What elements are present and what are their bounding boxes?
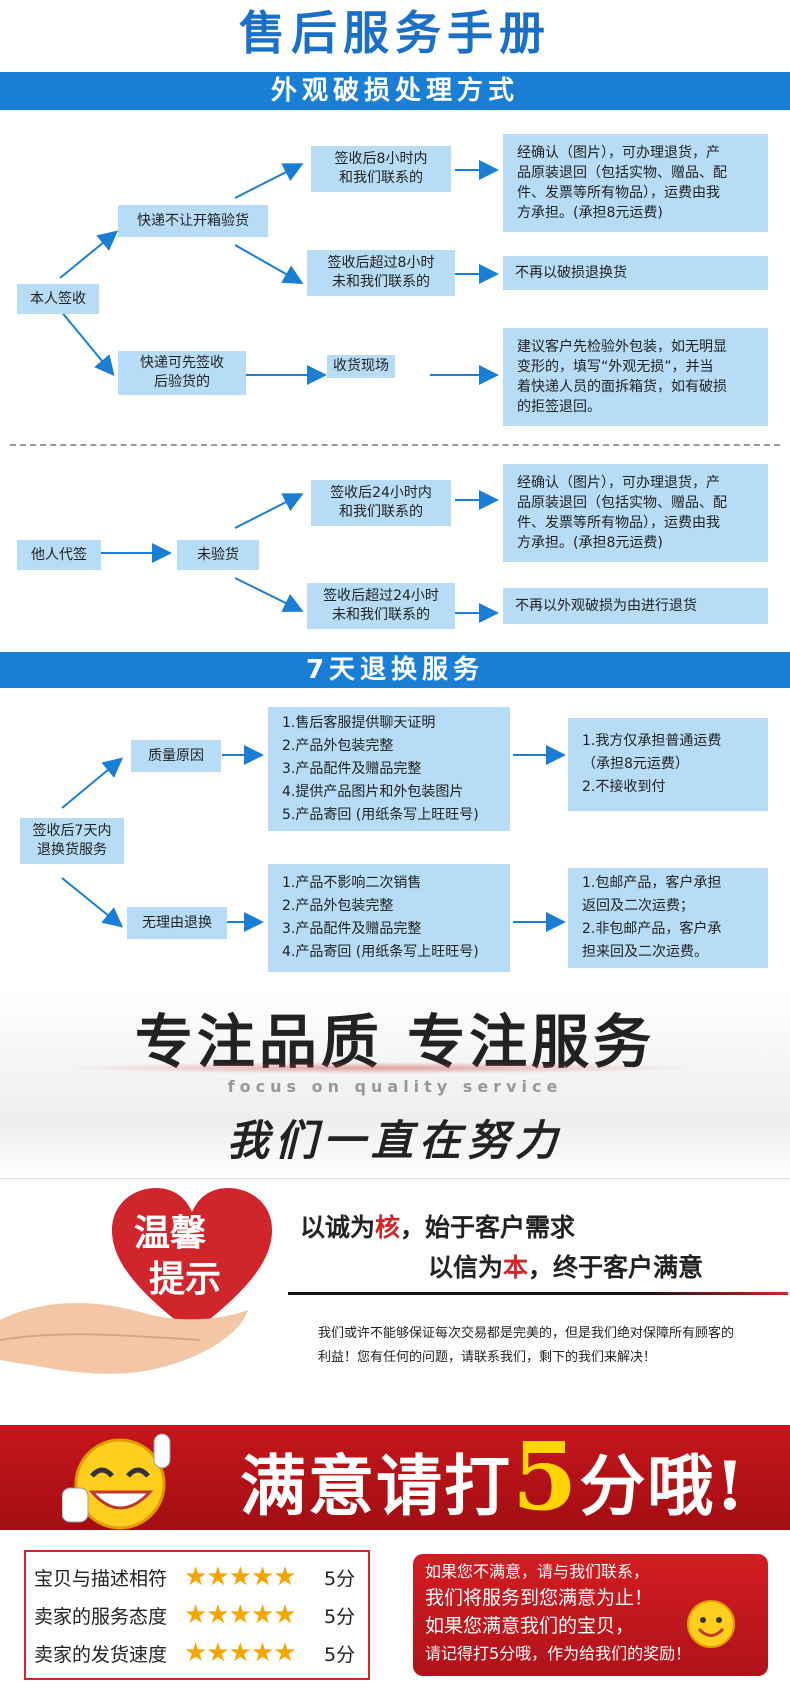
node-not-inspected: 未验货: [177, 540, 259, 570]
tip-line-1: 以诚为核，始于客户需求: [300, 1213, 576, 1242]
slogan-panel: [0, 988, 790, 1178]
tip-divider: [288, 1292, 788, 1295]
tip-small-text: 我们或许不能够保证每次交易都是完美的，但是我们绝对保障所有顾客的利益！您有任何的…: [318, 1326, 735, 1365]
node-no-open: 快递不让开箱验货: [118, 205, 268, 237]
heart-text: 温馨提示: [133, 1212, 221, 1300]
slogan-effort: 我们一直在努力: [226, 1116, 563, 1165]
result-advice: 建议客户先检验外包装，如无明显变形的，填写“外观无损”，并当着快递人员的面拆箱货…: [503, 328, 768, 426]
result-confirm-2: 经确认（图片），可办理退货，产品原装退回（包括实物、赠品、配件、发票等所有物品）…: [503, 464, 768, 562]
score-card: 宝贝与描述相符★★★★★5分 卖家的服务态度★★★★★5分 卖家的发货速度★★★…: [24, 1550, 370, 1680]
star-icon: ★★★★★: [184, 1562, 297, 1592]
node-quality: 质量原因: [131, 740, 221, 772]
page-title: 售后服务手册: [239, 6, 551, 60]
smiley-thumb-icon: [62, 1433, 171, 1530]
node-proxy-sign: 他人代签: [17, 540, 101, 570]
divider-dashed: [10, 444, 780, 446]
heart-icon: [112, 1188, 272, 1333]
noreason-result: 1.包邮产品，客户承担返回及二次运费；2.非包邮产品，客户承担来回及二次运费。: [568, 868, 768, 968]
section-band-7day: 7天退换服务: [0, 652, 790, 688]
star-icon: ★★★★★: [184, 1600, 297, 1630]
flow-arrows-damage: [59, 160, 499, 623]
node-contact-24h: 签收后24小时内和我们联系的: [311, 480, 451, 526]
result-no-return-2: 不再以外观破损为由进行退货: [503, 588, 768, 624]
slogan-reflection: [60, 1062, 700, 1074]
smiley-icon: [687, 1600, 735, 1648]
slogan-main: 专注品质 专注服务: [134, 1008, 656, 1076]
node-no-reason: 无理由退换: [127, 907, 227, 939]
hands-icon: [0, 1302, 248, 1374]
rating-headline: 满意请打5分哦!: [240, 1422, 747, 1532]
result-no-return-1: 不再以破损退换货: [503, 256, 768, 290]
score-row: 宝贝与描述相符★★★★★5分: [34, 1562, 356, 1592]
node-onsite: 收货现场: [327, 355, 395, 378]
star-icon: ★★★★★: [184, 1638, 297, 1668]
node-inspect-first: 快递可先签收后验货的: [118, 351, 246, 395]
node-self-sign: 本人签收: [17, 284, 99, 314]
slogan-sub: focus on quality service: [227, 1077, 563, 1096]
quality-result: 1.我方仅承担普通运费（承担8元运费）2.不接收到付: [568, 718, 768, 811]
node-over-8h: 签收后超过8小时未和我们联系的: [307, 250, 455, 296]
result-confirm-1: 经确认（图片），可办理退货，产品原装退回（包括实物、赠品、配件、发票等所有物品）…: [503, 134, 768, 232]
score-row: 卖家的发货速度★★★★★5分: [34, 1638, 356, 1668]
tip-line-2: 以信为本，终于客户满意: [428, 1253, 704, 1282]
node-7day-root: 签收后7天内退换货服务: [20, 818, 124, 864]
score-row: 卖家的服务态度★★★★★5分: [34, 1600, 356, 1630]
flow-arrows-7day: [61, 745, 566, 932]
section-band-damage: 外观破损处理方式: [0, 72, 790, 110]
node-contact-8h: 签收后8小时内和我们联系的: [311, 146, 451, 192]
node-over-24h: 签收后超过24小时未和我们联系的: [307, 583, 455, 629]
